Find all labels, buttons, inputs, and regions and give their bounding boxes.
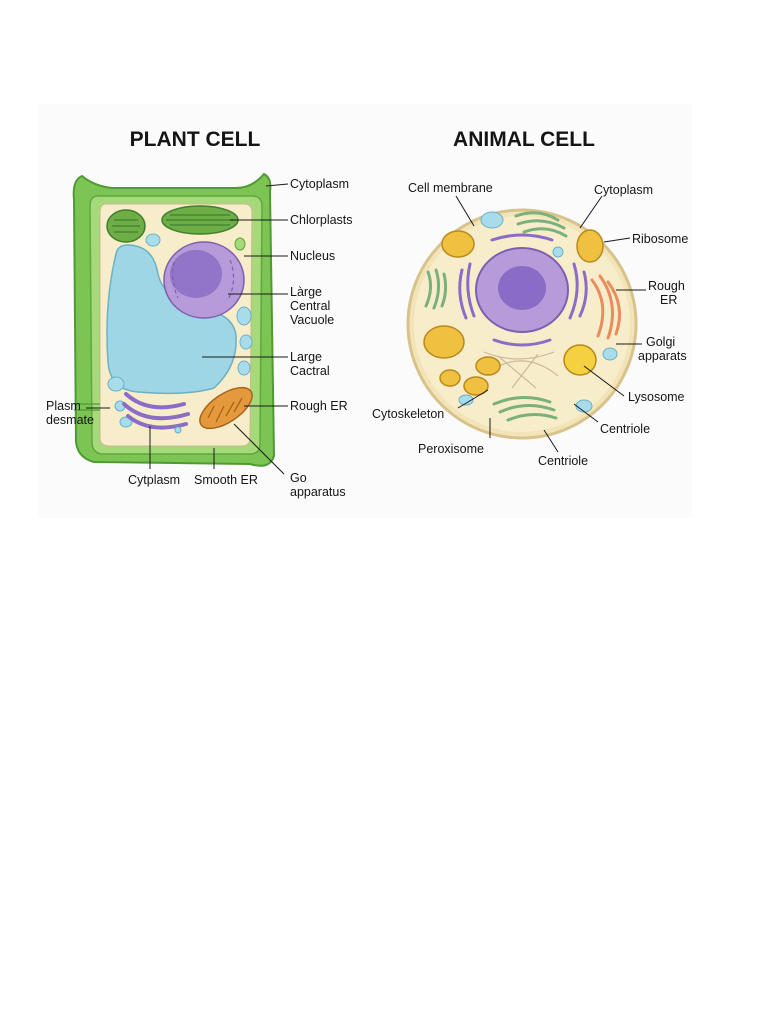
animal-nucleolus — [498, 266, 546, 310]
plant-vesicle — [174, 426, 182, 434]
animal-leader-lines — [455, 195, 646, 453]
plant-nucleus-inner — [170, 250, 222, 298]
label-line: desmate — [46, 413, 94, 427]
plant-vesicle — [234, 237, 246, 251]
label-plant-chloroplasts: Chlorplasts — [290, 213, 353, 227]
label-animal-cell-membrane: Cell membrane — [408, 181, 493, 195]
label-plant-smooth-er: Smooth ER — [194, 473, 258, 487]
animal-golgi-top — [514, 211, 568, 238]
plant-vesicle — [236, 306, 252, 326]
label-animal-centriole-bottom: Centriole — [538, 454, 588, 468]
animal-rough-er — [590, 274, 622, 340]
label-animal-ribosome: Ribosome — [632, 232, 688, 246]
plant-cell — [72, 172, 276, 467]
plant-chloroplast-right-thylakoids — [166, 214, 234, 226]
animal-cell — [406, 208, 638, 440]
plant-plasmodesmata — [74, 403, 100, 411]
cell-diagram: PLANT CELL — [46, 128, 688, 499]
plant-vesicle — [239, 334, 253, 350]
label-line: Go — [290, 471, 307, 485]
animal-golgi-bottom — [492, 396, 558, 422]
label-animal-cytoplasm: Cytoplasm — [594, 183, 653, 197]
plant-central-vacuole — [106, 244, 237, 395]
label-plant-large-cactral: Large Cactral — [290, 350, 330, 378]
plant-mitochondrion — [199, 386, 253, 430]
label-line: ER — [660, 293, 677, 307]
label-line: Làrge — [290, 285, 322, 299]
plant-vesicle — [237, 360, 251, 376]
animal-vesicles — [458, 211, 618, 413]
animal-golgi-left — [424, 268, 448, 310]
animal-cell-title: ANIMAL CELL — [453, 128, 595, 151]
plant-cell-title: PLANT CELL — [130, 128, 261, 151]
label-animal-golgi: Golgi apparats — [638, 335, 687, 363]
label-line: Plasm — [46, 399, 81, 413]
label-line: Vacuole — [290, 313, 334, 327]
animal-rough-er-around-nucleus — [458, 233, 588, 347]
label-line: Large — [290, 350, 322, 364]
label-line: Rough — [648, 279, 685, 293]
label-line: Central — [290, 299, 330, 313]
label-line: apparats — [638, 349, 687, 363]
plant-vesicle — [107, 376, 125, 392]
label-plant-plasmodesmata: Plasm desmate — [46, 399, 94, 427]
label-animal-cytoskeleton: Cytoskeleton — [372, 407, 444, 421]
label-animal-centriole-right: Centriole — [600, 422, 650, 436]
plant-smooth-er — [122, 392, 190, 430]
label-line: apparatus — [290, 485, 346, 499]
plant-mitochondrion-cristae — [207, 397, 243, 423]
label-plant-rough-er: Rough ER — [290, 399, 348, 413]
animal-mitochondria — [423, 229, 604, 396]
plant-leader-lines — [86, 183, 289, 475]
plant-chloroplast-left-thylakoids — [112, 219, 140, 233]
label-plant-nucleus: Nucleus — [290, 249, 335, 263]
diagram-panel: PLANT CELL — [38, 104, 692, 518]
label-animal-peroxisome: Peroxisome — [418, 442, 484, 456]
label-line: Cactral — [290, 364, 330, 378]
label-plant-cytoplasm-bottom: Cytplasm — [128, 473, 180, 487]
label-plant-cytoplasm: Cytoplasm — [290, 177, 349, 191]
plant-vesicle — [119, 416, 133, 428]
plant-nucleus-envelope-detail — [172, 259, 235, 301]
label-line: Golgi — [646, 335, 675, 349]
label-plant-central-vacuole: Làrge Central Vacuole — [290, 285, 334, 327]
label-animal-lysosome: Lysosome — [628, 390, 685, 404]
plant-vesicle — [145, 233, 161, 247]
label-animal-rough-er: Rough ER — [648, 279, 688, 307]
label-plant-golgi: Go apparatus — [290, 471, 346, 499]
